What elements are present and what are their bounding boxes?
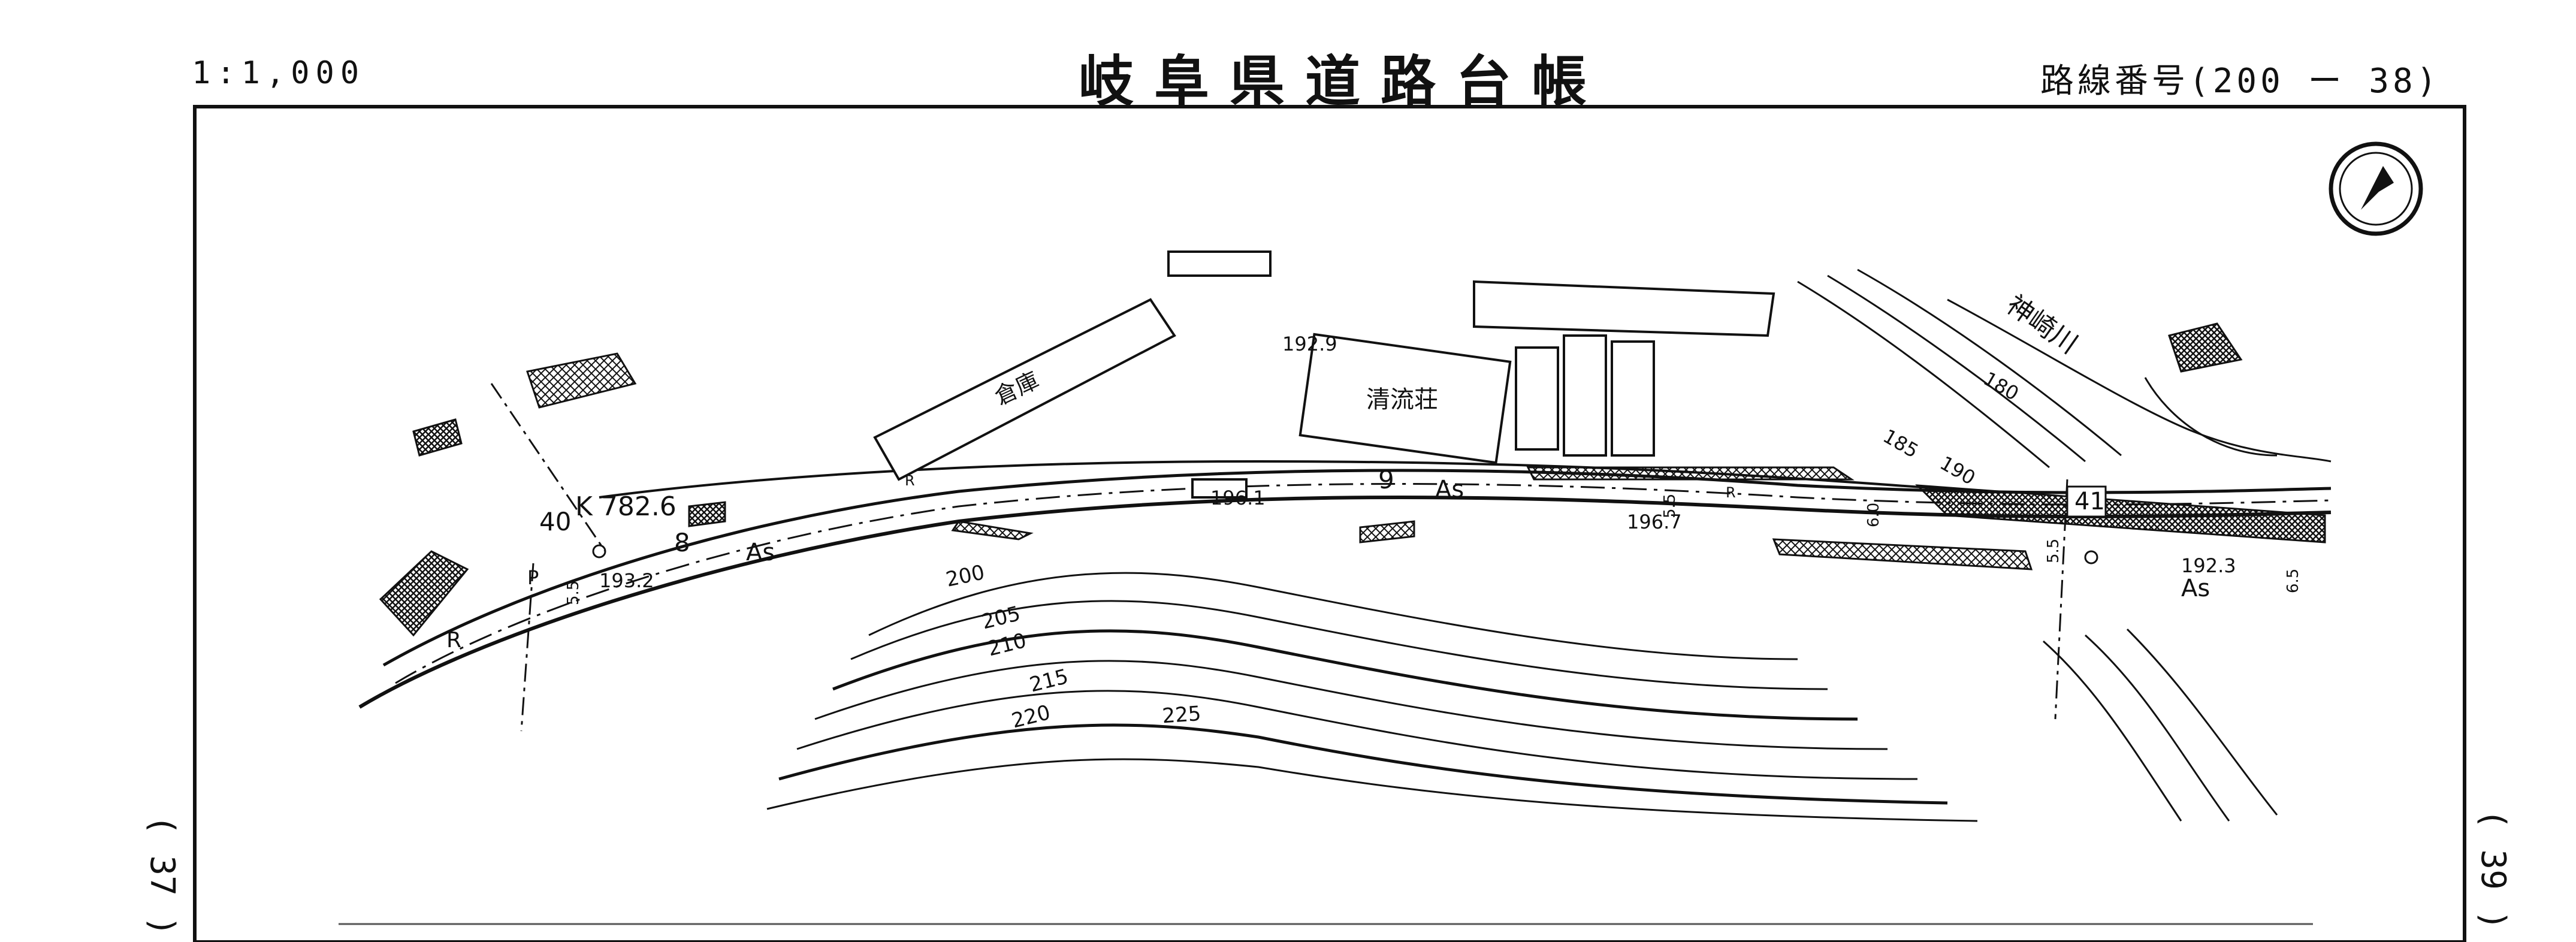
river (1947, 298, 2332, 463)
marker-r-1: R (446, 628, 461, 653)
marker-r-3: R (1726, 484, 1736, 501)
label-elev-1929: 192.9 (1282, 333, 1337, 355)
width-label-3: 6.0 (1865, 503, 1883, 527)
contour-label-185: 185 (1879, 424, 1922, 462)
label-river: 神崎川 (2001, 289, 2083, 360)
contour-label-190: 190 (1936, 451, 1979, 489)
map-scale: 1:1,000 (192, 55, 366, 91)
label-elev-1923: 192.3 (2181, 554, 2236, 577)
marker-r-2: R (905, 472, 915, 489)
label-surface-b: As (1435, 476, 1464, 503)
buildings (873, 250, 1775, 499)
label-station-41: 41 (2074, 488, 2105, 515)
label-station-8: 8 (674, 528, 690, 557)
alignment-marks (490, 383, 2107, 732)
north-arrow-icon (2329, 141, 2423, 236)
contour-label-210: 210 (985, 629, 1029, 662)
width-label-5: 6.5 (2284, 569, 2302, 593)
label-elev-1961: 196.1 (1210, 487, 1266, 509)
label-elev-1967: 196.7 (1627, 511, 1682, 533)
label-elev-1932: 193.2 (599, 569, 654, 592)
label-station-9: 9 (1378, 465, 1394, 494)
width-label-2: 5.5 (1661, 494, 1679, 518)
retaining-walls (379, 322, 2326, 637)
benchmark-icon (592, 544, 606, 558)
label-km-post: K 782.6 (575, 491, 677, 522)
label-surface-a: As (746, 539, 775, 566)
contour-label-225: 225 (1161, 702, 1202, 728)
marker-p: P (527, 566, 539, 589)
map-border (193, 105, 2466, 942)
route-value: (200 ー 38) (2189, 62, 2441, 101)
route-number: 路線番号(200 ー 38) (2040, 54, 2440, 102)
contour-label-200: 200 (944, 560, 987, 592)
width-label-4: 5.5 (2045, 539, 2062, 563)
contour-label-205: 205 (979, 602, 1023, 635)
route-label: 路線番号 (2040, 62, 2189, 101)
width-label-1: 5.5 (564, 581, 582, 605)
label-inn: 清流荘 (1366, 386, 1438, 413)
label-station-40: 40 (539, 507, 571, 536)
right-page-ref: ( 39 ) (2474, 809, 2512, 931)
contour-lines (766, 268, 2278, 822)
page-title: 岐阜県道路台帳 (1079, 50, 1608, 114)
left-page-ref: ( 37 ) (143, 815, 182, 937)
label-surface-c: As (2181, 575, 2210, 602)
